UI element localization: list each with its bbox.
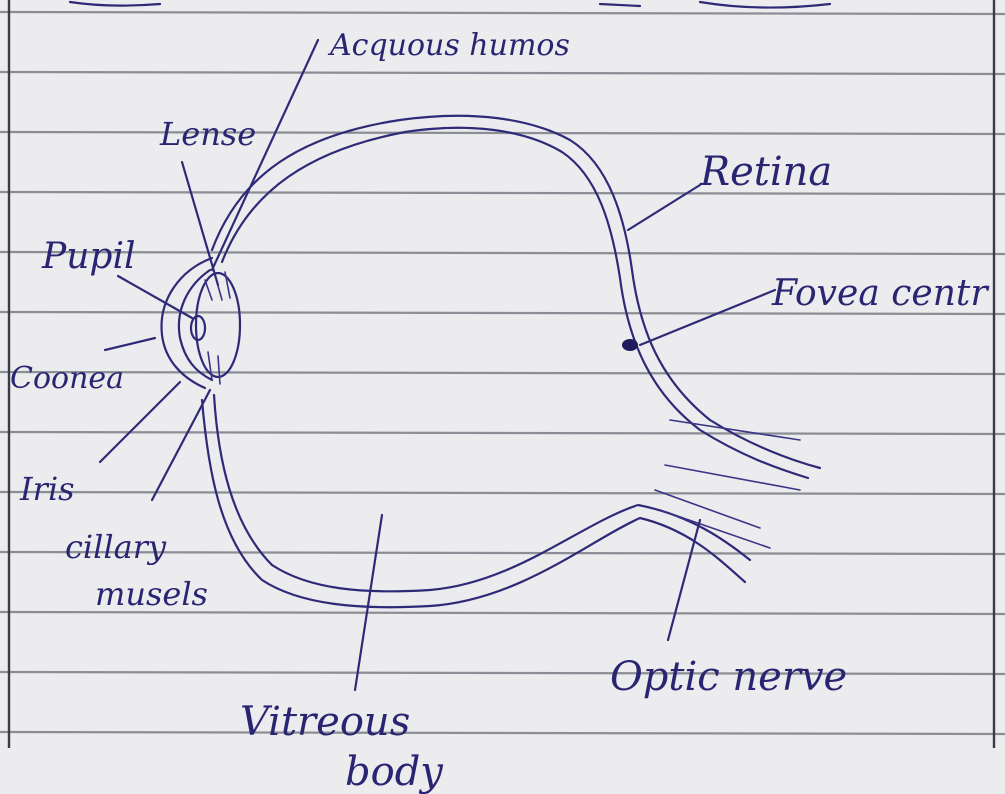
ruled-line xyxy=(0,12,1005,14)
optic-nerve-fibre-4 xyxy=(670,420,800,440)
label-aqueous-humour: Acquous humos xyxy=(327,28,570,63)
pointer-cornea xyxy=(105,338,155,350)
pointer-optic-nerve xyxy=(668,520,700,640)
label-retina: Retina xyxy=(699,149,832,195)
cropped-top-scribble-right xyxy=(600,2,830,8)
pointer-fovea xyxy=(640,290,775,345)
ruled-line xyxy=(0,732,1005,734)
label-ciliary-line2: musels xyxy=(95,575,208,613)
label-pupil: Pupil xyxy=(41,236,135,277)
optic-nerve-fibre-2 xyxy=(655,490,760,528)
ruled-line xyxy=(0,72,1005,74)
pointer-ciliary-muscles xyxy=(152,390,210,500)
label-fovea-centralis: Fovea centr xyxy=(771,273,989,314)
pointer-aqueous-humour xyxy=(212,40,318,270)
optic-nerve-fibre-3 xyxy=(660,510,770,548)
ruled-line xyxy=(0,372,1005,374)
pointer-vitreous-body xyxy=(355,515,382,690)
label-lense: Lense xyxy=(159,115,256,153)
label-vitreous-line1: Vitreous xyxy=(240,699,410,745)
label-cornea: Coonea xyxy=(10,361,124,396)
ruled-line xyxy=(0,492,1005,494)
fovea-spot xyxy=(622,339,638,351)
ciliary-strokes xyxy=(205,272,230,384)
ruled-line xyxy=(0,192,1005,194)
pointer-retina xyxy=(628,185,700,230)
ruled-line xyxy=(0,672,1005,674)
cropped-top-scribble xyxy=(70,2,160,6)
ruled-line xyxy=(0,432,1005,434)
ruled-lines xyxy=(0,12,1005,734)
ruled-line xyxy=(0,252,1005,254)
pointer-lense xyxy=(182,162,218,285)
pupil-shape xyxy=(191,316,205,340)
label-ciliary-line1: cillary xyxy=(65,528,167,566)
eyeball-lower-outer-wall xyxy=(202,400,745,607)
label-iris: Iris xyxy=(19,470,75,508)
label-vitreous-line2: body xyxy=(345,749,444,794)
label-optic-nerve: Optic nerve xyxy=(610,654,847,700)
